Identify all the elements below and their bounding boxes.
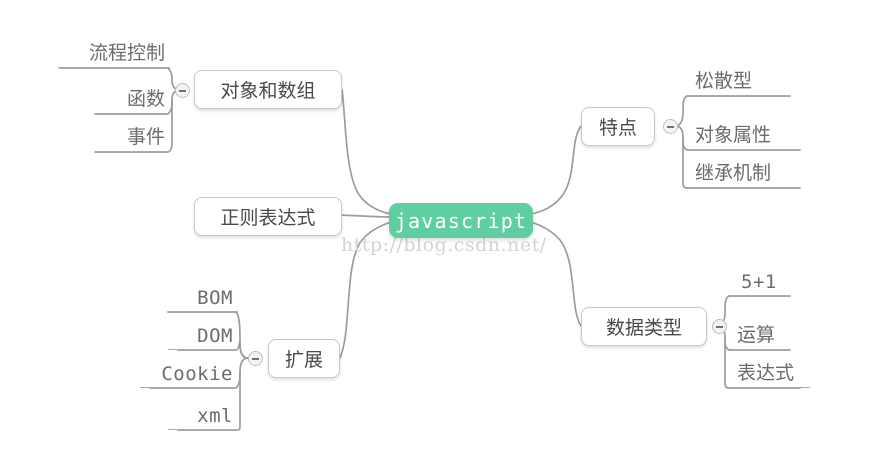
branch-node-objects-arrays[interactable]: 对象和数组: [194, 70, 342, 109]
leaf-label: 函数: [126, 88, 165, 110]
leaf-node-object-property[interactable]: 对象属性: [690, 117, 800, 150]
leaf-label: 松散型: [695, 70, 753, 92]
leaf-label: 表达式: [737, 362, 795, 384]
leaf-label: xml: [197, 405, 233, 427]
leaf-node-dom[interactable]: DOM: [168, 320, 238, 350]
collapse-toggle-extensions[interactable]: [248, 351, 263, 366]
leaf-label: 对象属性: [695, 124, 772, 146]
leaf-label: 5+1: [741, 271, 777, 293]
collapse-toggle-features[interactable]: [663, 119, 678, 134]
collapse-toggle-objects-arrays[interactable]: [175, 83, 190, 98]
leaf-node-inheritance[interactable]: 继承机制: [690, 155, 800, 188]
leaf-node-cookie[interactable]: Cookie: [140, 358, 238, 388]
leaf-node-operation[interactable]: 运算: [732, 317, 790, 350]
leaf-node-loose-type[interactable]: 松散型: [690, 63, 790, 96]
leaf-node-flow-control[interactable]: 流程控制: [58, 35, 170, 68]
leaf-label: 流程控制: [88, 42, 165, 64]
leaf-node-five-plus-one[interactable]: 5+1: [736, 267, 790, 296]
leaf-node-expression[interactable]: 表达式: [732, 355, 810, 388]
leaf-node-xml[interactable]: xml: [168, 400, 238, 430]
leaf-label: Cookie: [161, 363, 233, 385]
leaf-label: BOM: [197, 287, 233, 309]
collapse-toggle-data-types[interactable]: [712, 319, 727, 334]
leaf-node-event[interactable]: 事件: [95, 119, 170, 152]
branch-node-extensions[interactable]: 扩展: [268, 339, 340, 378]
branch-node-data-types[interactable]: 数据类型: [581, 307, 707, 346]
leaf-label: 运算: [737, 324, 776, 346]
root-node-javascript[interactable]: javascript: [389, 203, 533, 238]
branch-node-features[interactable]: 特点: [581, 107, 655, 146]
leaf-node-bom[interactable]: BOM: [168, 282, 238, 312]
leaf-node-function[interactable]: 函数: [95, 81, 170, 114]
leaf-label: 事件: [126, 126, 165, 148]
leaf-label: DOM: [197, 325, 233, 347]
branch-node-regex[interactable]: 正则表达式: [194, 197, 342, 236]
leaf-label: 继承机制: [695, 162, 772, 184]
